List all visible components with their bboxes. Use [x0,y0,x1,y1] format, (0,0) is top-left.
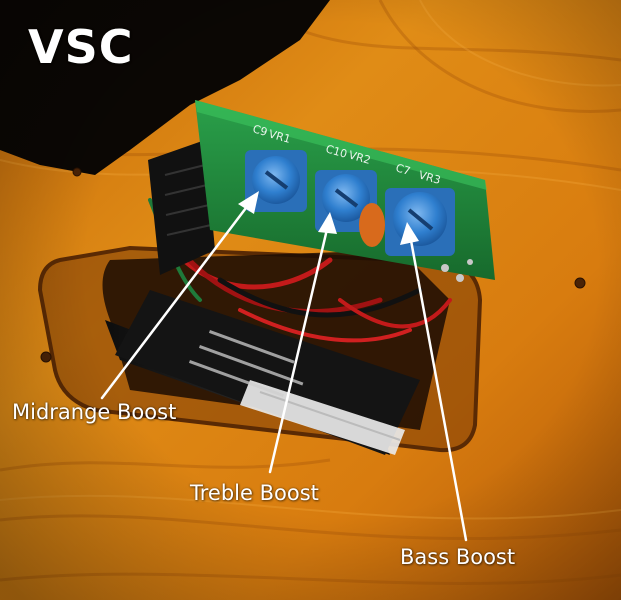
midrange-boost-label: Midrange Boost [12,400,177,424]
midrange-arrowhead [238,191,259,214]
bass-arrow-line [408,233,468,542]
bass-arrowhead [400,222,419,245]
treble-boost-label: Treble Boost [190,481,319,505]
treble-arrow-line [268,223,330,474]
midrange-arrow-line [100,198,254,400]
bass-boost-label: Bass Boost [400,545,516,569]
vsc-title: VSC [28,20,134,74]
treble-arrowhead [318,212,337,234]
